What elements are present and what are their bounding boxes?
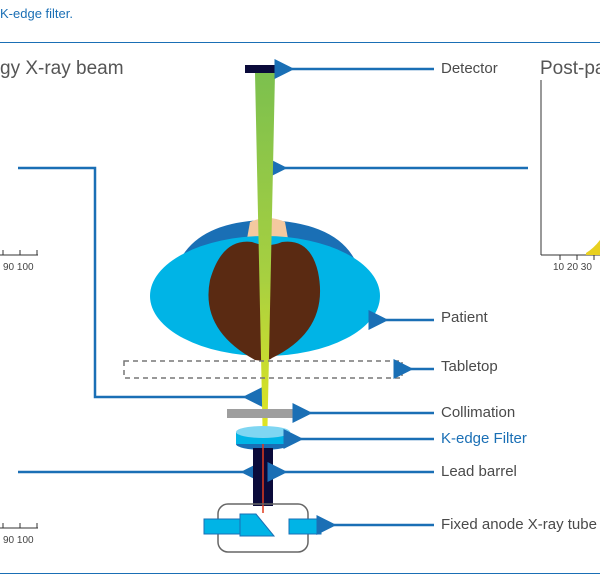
detector-label: Detector [441,60,498,77]
right-chart-curve [586,240,600,255]
kedge-filter-disc [236,426,290,450]
xray-tube-label: Fixed anode X-ray tube [441,516,597,533]
collimation-label: Collimation [441,404,516,421]
lead-barrel-label: Lead barrel [441,463,517,480]
left-chart-top-ticks: 90 100 [3,262,34,273]
detector-plate [245,65,283,73]
xray-tube [203,503,322,553]
left-chart-bottom-ticks: 90 100 [3,535,34,546]
patient-label: Patient [441,309,488,326]
bottom-divider [0,573,600,574]
left-chart-axes [0,250,38,529]
left-top-connector-arrow [18,166,263,407]
tabletop-outline [123,360,403,379]
left-chart-title: gy X-ray beam [0,58,124,79]
right-chart-ticks: 10 20 30 [553,262,592,273]
tabletop-label: Tabletop [441,358,498,375]
top-divider [0,42,600,43]
xray-beam [255,73,275,450]
figure-caption: K-edge filter. [0,6,73,21]
collimation-plate [227,409,299,418]
right-chart-axes [540,80,600,260]
right-chart-title: Post-pa [540,58,600,79]
kedge-filter-label: K-edge Filter [441,430,527,447]
